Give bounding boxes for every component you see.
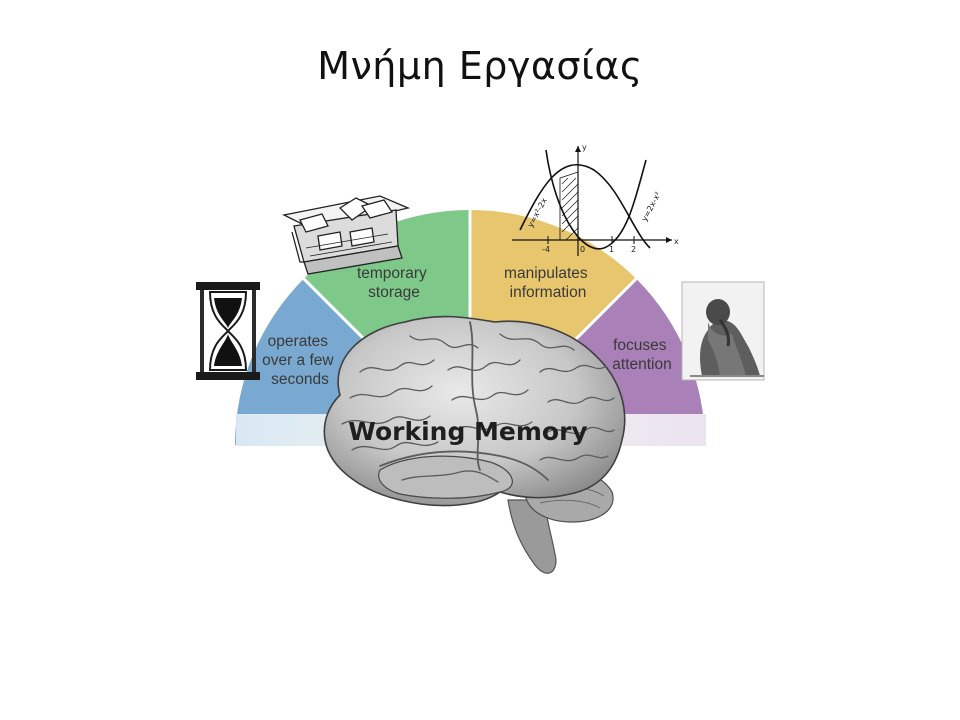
hourglass-icon: [196, 282, 260, 380]
brain-icon: [323, 315, 626, 574]
graph-tick-label: 0: [580, 245, 585, 254]
label-duration: operates over a few seconds: [262, 333, 338, 388]
thinker-statue-icon: [681, 281, 765, 381]
label-manipulation: manipulates information: [504, 265, 592, 301]
graph-tick-label: 1: [609, 245, 614, 254]
file-box-icon: [282, 195, 411, 275]
label-storage: temporary storage: [357, 265, 431, 301]
graph-tick-label: -4: [542, 245, 550, 254]
slide-title: Μνήμη Εργασίας: [317, 44, 643, 88]
graph-curve-label: y=2x-x²: [640, 190, 663, 223]
graph-y-label: y: [582, 143, 587, 152]
graph-x-label: x: [674, 237, 679, 246]
working-memory-label: Working Memory: [348, 417, 587, 446]
label-attention: focuses attention: [612, 337, 671, 373]
graph-tick-label: 2: [631, 245, 636, 254]
